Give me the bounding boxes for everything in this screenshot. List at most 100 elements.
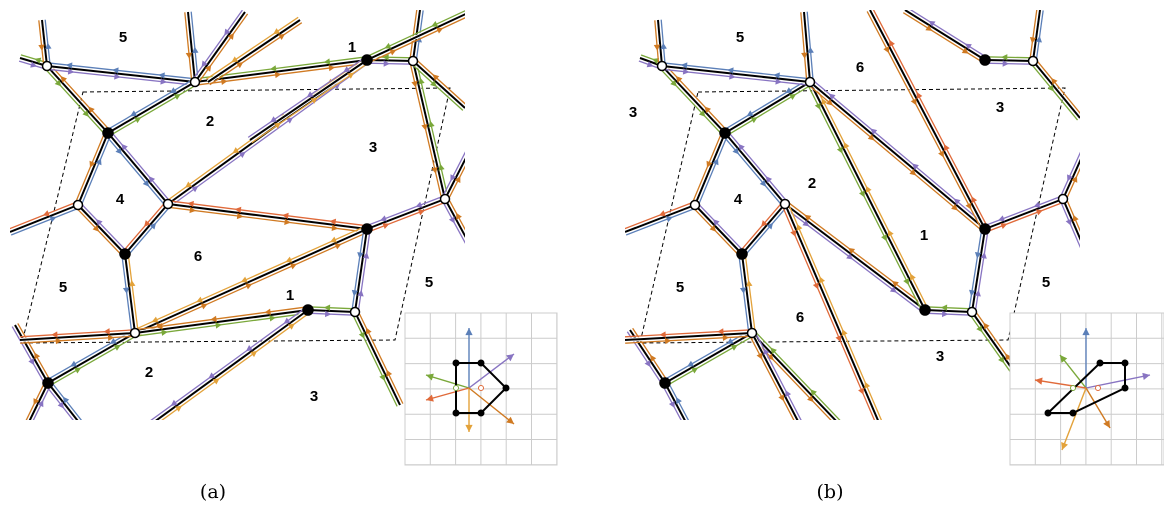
tiling-edge (410, 58, 465, 111)
edge-strand (902, 12, 984, 64)
direction-arrowhead (730, 344, 738, 351)
edge-core (625, 204, 696, 233)
tiling-edge (1029, 10, 1044, 62)
tiling-edge (625, 201, 697, 236)
direction-arrowhead (658, 210, 666, 217)
direction-arrowhead (426, 373, 434, 381)
direction-arrowhead (240, 276, 248, 283)
direction-arrowhead (1000, 223, 1008, 230)
edge-strand (800, 12, 808, 83)
direction-arrowhead (114, 73, 121, 80)
direction-arrowhead (232, 147, 240, 154)
direction-arrowhead (953, 198, 961, 205)
direction-arrowhead (644, 360, 651, 368)
edge-core (924, 309, 973, 313)
polygon-vertex (452, 409, 460, 417)
panel-a-edges (10, 10, 465, 420)
direction-arrowhead (215, 322, 222, 329)
direction-arrowhead (113, 344, 121, 351)
tiling-edge (150, 306, 311, 420)
polygon-point (453, 385, 459, 391)
direction-arrowhead (286, 117, 294, 124)
black-vertex (719, 127, 731, 139)
direction-arrowhead (687, 360, 695, 367)
black-vertex (979, 54, 991, 66)
edge-core (194, 59, 368, 83)
direction-arrowhead (379, 374, 385, 382)
polygon-point (1095, 385, 1101, 391)
edge-core (661, 65, 811, 83)
direction-arrowhead (323, 304, 331, 311)
edge-strand (365, 10, 465, 58)
edge-core (751, 332, 837, 420)
direction-arrowhead (389, 49, 397, 56)
direction-arrowhead (1047, 84, 1055, 92)
region-label: 2 (145, 364, 153, 381)
direction-arrowhead (158, 72, 165, 79)
black-vertex (302, 304, 314, 316)
direction-arrowhead (826, 99, 833, 106)
direction-arrowhead (980, 252, 987, 259)
edge-strand (109, 130, 171, 203)
edge-core (366, 13, 465, 61)
tiling-edge (44, 63, 111, 136)
region-label: 1 (286, 287, 294, 304)
edge-core (187, 11, 196, 83)
direction-arrowhead (763, 348, 770, 356)
direction-arrowhead (30, 61, 38, 68)
direction-arrowhead (881, 234, 887, 242)
direction-arrowhead (431, 21, 439, 27)
direction-arrowhead (870, 128, 878, 135)
edge-strand (105, 134, 167, 207)
direction-arrowhead (1060, 355, 1068, 363)
direction-arrowhead (465, 328, 473, 336)
tiling-edge (307, 304, 356, 318)
white-vertex (1027, 55, 1039, 67)
tiling-edge (191, 10, 249, 85)
direction-arrowhead (70, 360, 78, 367)
edge-strand (367, 201, 447, 233)
direction-arrowhead (940, 304, 948, 311)
edge-core (77, 204, 126, 255)
edge-strand (80, 133, 112, 207)
direction-arrowhead (95, 219, 103, 226)
panel-b-vertices (656, 54, 1069, 389)
edge-strand (209, 22, 303, 86)
edge-core (741, 253, 753, 334)
edge-strand (726, 130, 788, 203)
caption-a: (a) (200, 481, 226, 503)
polygon-vertex (452, 359, 460, 367)
direction-arrowhead (969, 289, 976, 297)
panel-a-tiling (10, 10, 465, 420)
direction-arrowhead (283, 317, 291, 324)
edge-strand (414, 58, 465, 105)
direction-arrowhead (867, 134, 875, 141)
tiling-edge (782, 200, 928, 314)
direction-arrowhead (289, 263, 297, 270)
tiling-edge (409, 60, 449, 200)
tiling-edge (351, 310, 404, 407)
inset-vertices (452, 359, 510, 417)
edge-core (207, 19, 301, 83)
direction-arrowhead (38, 44, 45, 52)
edge-strand (985, 56, 1034, 59)
direction-arrowhead (846, 253, 854, 260)
edge-strand (968, 313, 1018, 383)
polygon-vertex (1069, 409, 1077, 417)
edge-core (724, 81, 811, 134)
direction-arrowhead (28, 358, 35, 366)
edge-core (14, 324, 49, 384)
edge-strand (10, 201, 78, 230)
vector-arrow (468, 353, 515, 389)
direction-arrowhead (210, 315, 217, 323)
tiling-edge (983, 195, 1065, 233)
edge-strand (722, 134, 784, 207)
direction-arrowhead (910, 273, 916, 281)
direction-arrowhead (383, 60, 390, 67)
direction-arrowhead (269, 315, 276, 322)
direction-arrowhead (173, 94, 181, 100)
edge-core (809, 81, 926, 311)
edge-strand (106, 78, 194, 131)
edge-strand (659, 67, 724, 136)
tiling-edge (46, 62, 196, 86)
